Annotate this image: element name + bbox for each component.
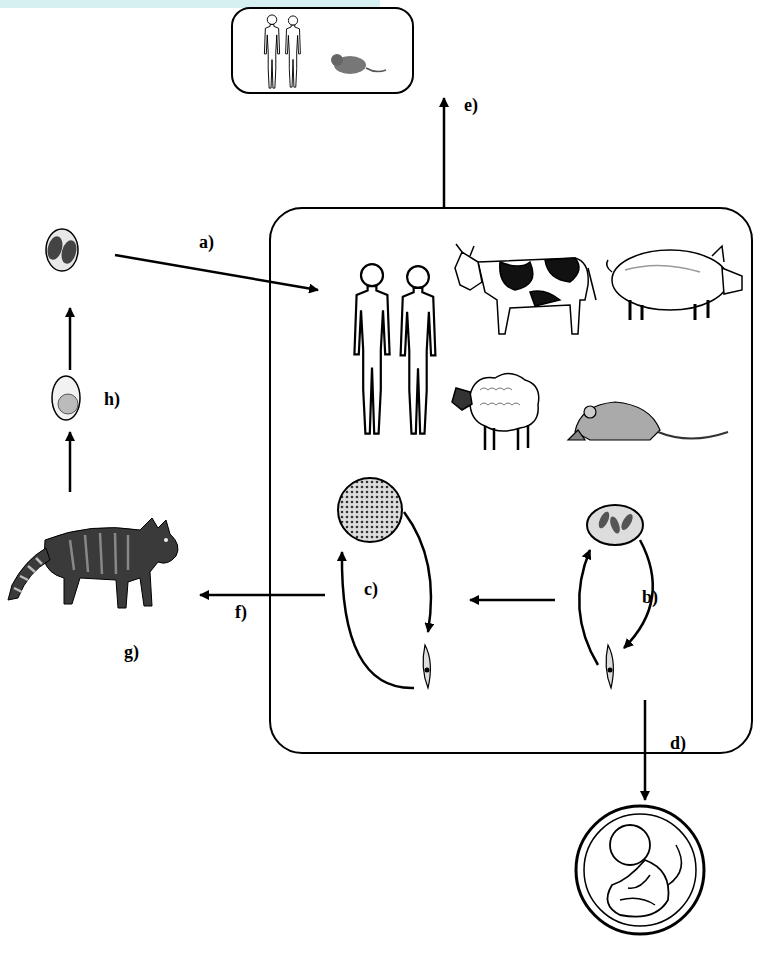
arrow xyxy=(69,308,72,370)
intermediate-host-box xyxy=(270,208,752,753)
step-letter: g) xyxy=(124,642,139,664)
unsporulated-oocyst xyxy=(52,376,80,420)
tissue-cyst-cycle xyxy=(338,478,431,688)
cat-figure xyxy=(8,518,178,608)
step-letter: f) xyxy=(235,602,247,624)
cow-figure xyxy=(455,244,596,334)
arrow xyxy=(115,255,318,290)
sheep-figure xyxy=(452,373,539,450)
human-figure xyxy=(286,16,301,87)
mouse-figure xyxy=(568,402,728,440)
arrow xyxy=(644,700,647,800)
step-letter: e) xyxy=(464,95,478,117)
stage-label: b) xyxy=(642,587,658,609)
life-cycle-stage: c) xyxy=(320,490,470,710)
human-figure xyxy=(401,266,436,433)
step-letter: d) xyxy=(670,733,686,755)
human-figure xyxy=(354,264,389,433)
arrow xyxy=(443,98,446,207)
step-letter: h) xyxy=(104,389,120,411)
life-cycle-stage: b) xyxy=(555,490,685,710)
header-strip xyxy=(0,0,380,8)
arrow xyxy=(200,594,325,597)
fetus-figure xyxy=(576,806,704,934)
pig-figure xyxy=(607,246,742,320)
human-figure xyxy=(264,15,279,88)
stage-label: c) xyxy=(364,579,378,601)
arrow xyxy=(69,432,72,492)
definitive-outcome-box xyxy=(232,8,413,93)
pseudocyst-cycle xyxy=(579,505,653,688)
rat-figure xyxy=(331,54,386,74)
stage-arrow xyxy=(470,599,555,602)
step-letter: a) xyxy=(199,232,214,254)
sporulated-oocyst xyxy=(45,229,79,271)
